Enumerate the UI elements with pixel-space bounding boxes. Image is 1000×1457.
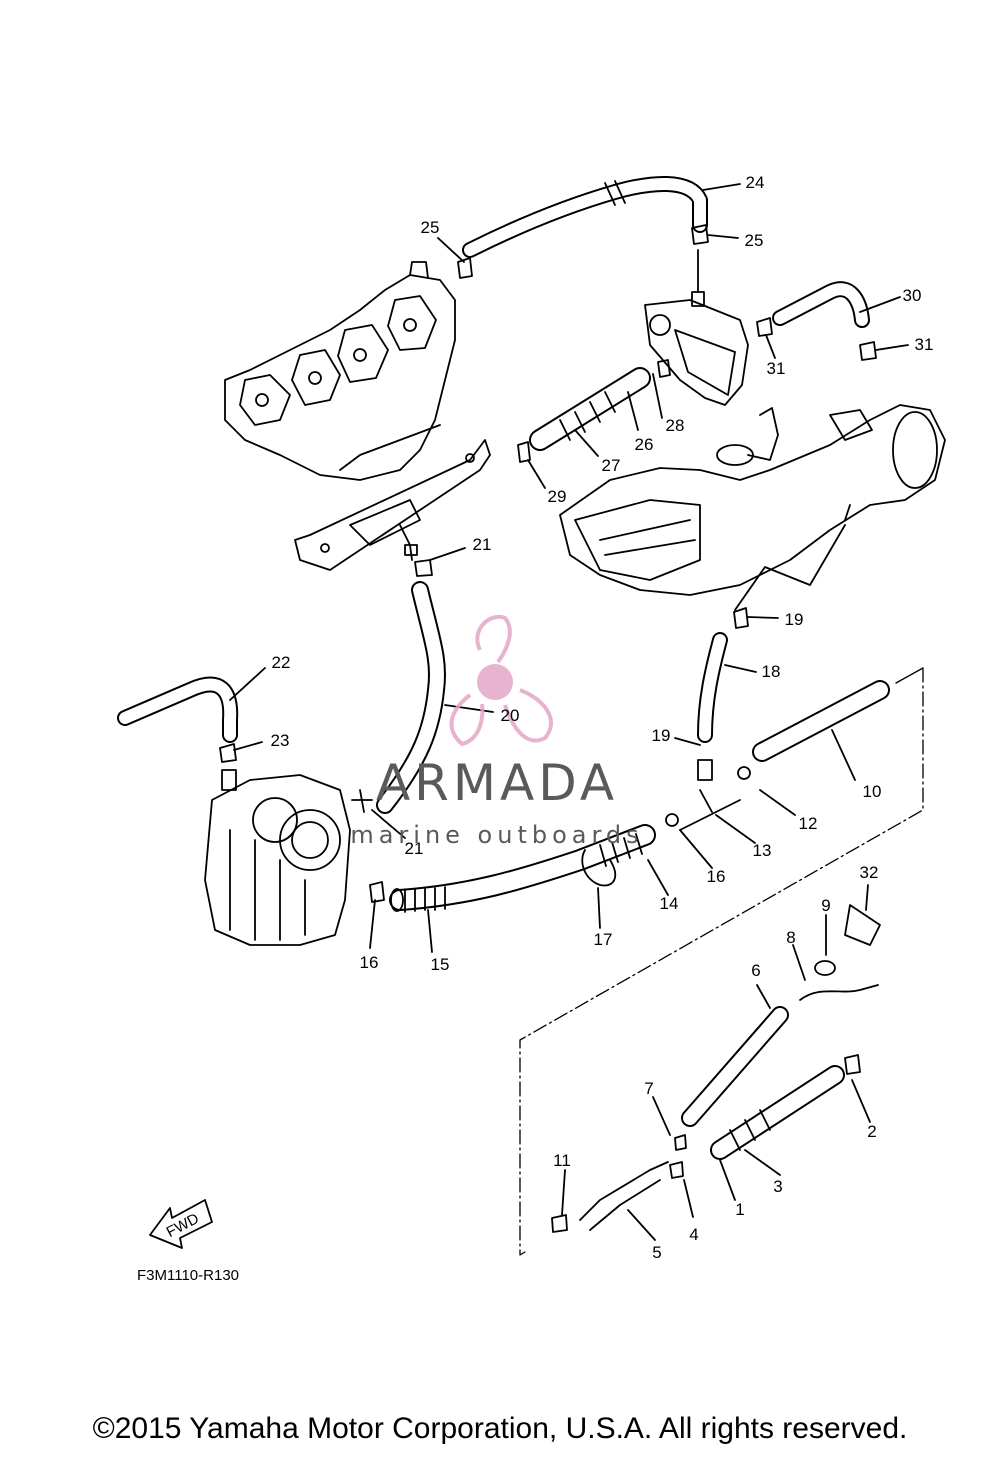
callout-label: 23 xyxy=(271,731,290,750)
callout-label: 16 xyxy=(360,953,379,972)
callout-label: 8 xyxy=(786,928,795,947)
callout-label: 32 xyxy=(860,863,879,882)
callout-label: 18 xyxy=(762,662,781,681)
callout-label: 25 xyxy=(421,218,440,237)
watermark-logo xyxy=(449,614,553,747)
callout-label: 3 xyxy=(773,1177,782,1196)
callout-label: 30 xyxy=(903,286,922,305)
intake-manifold xyxy=(559,404,946,596)
callout-labels: 1 2 3 4 5 6 7 8 9 10 11 12 13 14 15 16 1… xyxy=(271,173,934,1262)
callout-label: 26 xyxy=(635,435,654,454)
callout-label: 21 xyxy=(473,535,492,554)
callout-label: 14 xyxy=(660,894,679,913)
callout-label: 2 xyxy=(867,1122,876,1141)
callout-label: 16 xyxy=(707,867,726,886)
callout-label: 11 xyxy=(553,1151,571,1170)
callout-label: 25 xyxy=(745,231,764,250)
vapor-separator xyxy=(644,249,749,406)
intake-plate xyxy=(294,439,491,571)
callout-label: 21 xyxy=(405,839,424,858)
callout-label: 10 xyxy=(863,782,882,801)
drawing-code: F3M1110-R130 xyxy=(137,1267,239,1284)
callout-label: 28 xyxy=(666,416,685,435)
callout-label: 20 xyxy=(501,706,520,725)
callout-label: 27 xyxy=(602,456,621,475)
callout-label: 17 xyxy=(594,930,613,949)
fwd-arrow-icon xyxy=(149,1199,213,1249)
callout-label: 7 xyxy=(644,1079,653,1098)
exhaust-manifold xyxy=(224,261,456,481)
callout-label: 29 xyxy=(548,487,567,506)
callout-label: 24 xyxy=(746,173,765,192)
watermark-tagline: marine outboards xyxy=(350,821,643,849)
callout-label: 22 xyxy=(272,653,291,672)
watermark-brand: ARMADA xyxy=(376,754,618,812)
callout-label: 5 xyxy=(652,1243,661,1262)
callout-label: 13 xyxy=(753,841,772,860)
callout-label: 9 xyxy=(821,896,830,915)
fuel-pump-assembly xyxy=(204,769,351,946)
callout-label: 19 xyxy=(785,610,804,629)
callout-label: 19 xyxy=(652,726,671,745)
callout-label: 4 xyxy=(689,1225,698,1244)
callout-label: 12 xyxy=(799,814,818,833)
callout-label: 31 xyxy=(915,335,934,354)
callout-label: 6 xyxy=(751,961,760,980)
callout-label: 15 xyxy=(431,955,450,974)
copyright-notice: ©2015 Yamaha Motor Corporation, U.S.A. A… xyxy=(92,1412,908,1445)
callout-label: 1 xyxy=(735,1200,744,1219)
callout-label: 31 xyxy=(767,359,786,378)
